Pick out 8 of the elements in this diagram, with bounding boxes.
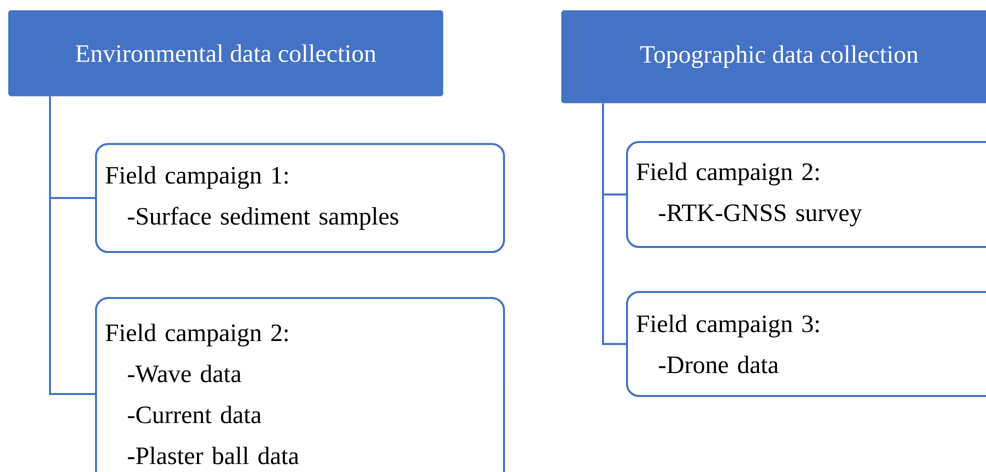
campaign-box: Field campaign 2: -RTK-GNSS survey	[626, 141, 986, 248]
header-box: Environmental data collection	[8, 10, 444, 96]
campaign-box: Field campaign 1: -Surface sediment samples	[95, 143, 505, 253]
connector	[49, 96, 95, 395]
connector	[602, 103, 626, 345]
header-box: Topographic data collection	[561, 10, 986, 104]
campaign-box: Field campaign 3: -Drone data	[626, 291, 986, 397]
campaign-box: Field campaign 2: -Wave data -Current data -Plaster ball data	[95, 297, 505, 472]
